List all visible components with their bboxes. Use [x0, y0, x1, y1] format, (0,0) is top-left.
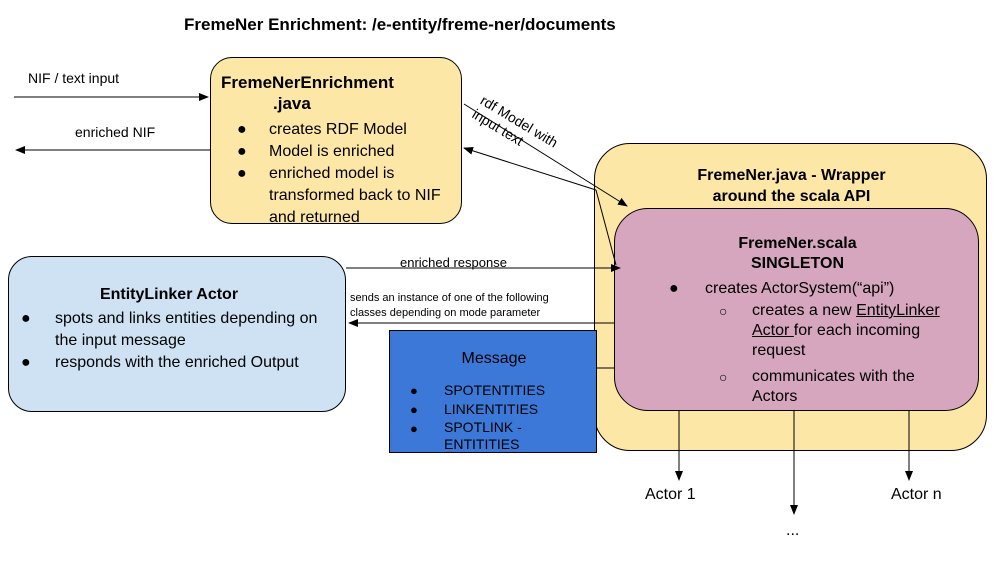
enrichment-bullet-2-text: Model is enriched — [269, 143, 395, 160]
enrichment-bullet-1-text: creates RDF Model — [269, 121, 407, 138]
message-bullet-1: ● — [410, 383, 418, 398]
actor-n-label: Actor n — [891, 486, 942, 503]
actor-1-label: Actor 1 — [645, 486, 696, 503]
enrichment-bullet-2: ● — [237, 143, 247, 160]
enrichment-box: FremeNerEnrichment .java ● creates RDF M… — [210, 57, 462, 226]
enrichment-bullet-3-text: enriched model is transformed back to NI… — [269, 165, 441, 226]
scala-bullet-text: creates ActorSystem(“api”) — [705, 280, 895, 297]
scala-box-title: FremeNer.scala SINGLETON — [615, 234, 980, 274]
wrapper-title-line1: FremeNer.java - Wrapper — [697, 167, 886, 184]
scala-to-enrichment-arrow-b — [463, 146, 597, 191]
actor-ellipsis: ... — [786, 522, 800, 539]
linker-bullet-1: ● — [21, 310, 31, 327]
scala-bullet: ● — [669, 280, 679, 297]
message-bullet-3: ● — [410, 421, 418, 436]
scala-sub-bullet-1: ○ — [719, 303, 728, 319]
message-item-2: LINKENTITIES — [444, 401, 539, 417]
enrichment-bullet-1: ● — [237, 121, 247, 138]
scala-box: FremeNer.scala SINGLETON ● creates Actor… — [614, 208, 979, 411]
linker-bullet-2-text: responds with the enriched Output — [55, 354, 299, 371]
enriched-response-label: enriched response — [400, 255, 507, 270]
enrichment-bullet-3: ● — [237, 165, 247, 182]
message-box: Message ● SPOTENTITIES ● LINKENTITIES ● … — [389, 330, 597, 453]
enrichment-title-line2: .java — [273, 94, 311, 113]
scala-sub1-pre: creates a new — [752, 302, 857, 319]
rdf-model-arrow — [463, 103, 628, 207]
entity-linker-title: EntityLinker Actor — [99, 286, 239, 303]
diagram-title: FremeNer Enrichment: /e-entity/freme-ner… — [184, 15, 616, 34]
entity-linker-link[interactable]: EntityLinker Actor — [752, 302, 940, 339]
sends-instance-label: sends an instance of one of the followin… — [350, 291, 549, 321]
message-item-1: SPOTENTITIES — [444, 382, 546, 398]
scala-sub-bullet-1-text: creates a new EntityLinker Actor for eac… — [752, 301, 967, 361]
wrapper-title-line2: around the scala API — [712, 188, 871, 205]
message-title: Message — [461, 350, 527, 367]
enrichment-box-title: FremeNerEnrichment .java — [221, 72, 421, 114]
entity-linker-box: EntityLinker Actor ● spots and links ent… — [8, 256, 346, 412]
scala-sub-bullet-2: ○ — [719, 369, 728, 385]
enriched-nif-label: enriched NIF — [75, 124, 156, 140]
message-bullet-2: ● — [410, 402, 418, 417]
scala-title-line2: SINGLETON — [750, 255, 845, 272]
sends-instance-line2: classes depending on mode parameter — [350, 307, 541, 319]
enrichment-title-line1: FremeNerEnrichment — [221, 73, 394, 92]
sends-instance-line1: sends an instance of one of the followin… — [350, 292, 549, 304]
wrapper-box-title: FremeNer.java - Wrapper around the scala… — [595, 165, 988, 207]
scala-sub1-post: for each incoming request — [752, 322, 921, 359]
message-item-3: SPOTLINK - ENTITITIES — [444, 419, 522, 452]
linker-bullet-1-text: spots and links entities depending on th… — [55, 310, 318, 349]
scala-sub-bullet-2-text: communicates with the Actors — [752, 368, 915, 405]
scala-title-line1: FremeNer.scala — [738, 235, 857, 252]
nif-input-label: NIF / text input — [28, 70, 120, 86]
linker-bullet-2: ● — [21, 354, 31, 371]
scala-to-enrichment-arrow-a — [595, 189, 617, 266]
